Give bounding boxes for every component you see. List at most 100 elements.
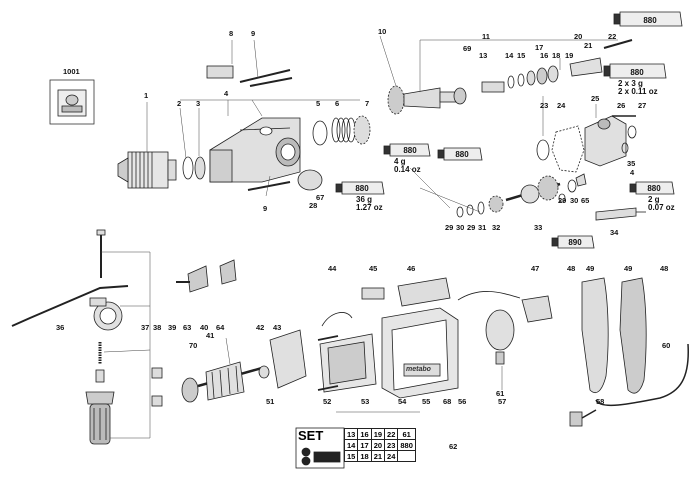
part-number-label: 62	[449, 442, 458, 451]
part-number-label: 29	[558, 196, 567, 205]
part-number-label: 48	[567, 264, 576, 273]
grease-tube: 880	[383, 143, 431, 157]
part-number-label: 46	[407, 264, 416, 273]
grease-amount-line: 36 g	[356, 195, 373, 204]
part-number-label: 65	[581, 196, 590, 205]
part-number-label: 27	[638, 101, 647, 110]
grease-amount-label: 2 g 0.07 oz	[648, 195, 675, 213]
handle-shell-part	[581, 277, 609, 393]
part-number-label: 49	[586, 264, 595, 273]
grease-tube: 890	[551, 235, 595, 249]
bearing-part	[258, 365, 270, 379]
part-number-label: 63	[183, 323, 192, 332]
part-number-label: 20	[574, 32, 583, 41]
part-number-label: 57	[498, 397, 507, 406]
washer-part	[621, 142, 629, 154]
field-stator-part	[319, 333, 377, 393]
grease-tube: 880	[437, 147, 483, 161]
grease-amount-line: 0.07 oz	[648, 203, 675, 213]
grease-amount-label: 4 g 0.14 oz	[394, 157, 421, 175]
table-cell: 880	[397, 439, 416, 451]
clip-part	[575, 173, 587, 187]
bearing-part	[194, 156, 206, 180]
part-number-label: 47	[531, 264, 540, 273]
wobble-shaft-part	[505, 175, 561, 204]
grease-tube-code: 880	[643, 16, 657, 25]
part-number-label: 17	[535, 43, 544, 52]
spring-part	[331, 117, 356, 143]
grease-amount-line: 2 x 3 g	[618, 79, 643, 88]
part-number-label: 36	[56, 323, 65, 332]
part-number-label: 26	[617, 101, 626, 110]
table-cell: 23	[384, 439, 399, 451]
grease-tube-code: 880	[403, 146, 417, 155]
part-number-label: 3	[196, 99, 201, 108]
washer-part	[466, 204, 474, 216]
key-chuck-part	[219, 259, 237, 285]
table-cell: 22	[384, 428, 399, 440]
part-number-label: 69	[463, 44, 472, 53]
part-number-label: 1	[144, 91, 149, 100]
table-cell: 13	[343, 428, 359, 440]
table-cell: 14	[343, 439, 359, 451]
part-number-label: 52	[323, 397, 332, 406]
key-chuck-part	[187, 265, 209, 293]
ring-part	[558, 193, 566, 203]
striker-part	[569, 57, 603, 77]
part-number-label: 5	[316, 99, 321, 108]
washer-part	[477, 201, 485, 215]
depth-gauge-rod-part	[96, 229, 106, 278]
part-number-label: 55	[422, 397, 431, 406]
leader-lines	[101, 35, 618, 439]
part-number-label: 37	[141, 323, 150, 332]
part-number-label: 49	[624, 264, 633, 273]
grease-amount-label: 36 g 1.27 oz	[356, 195, 383, 213]
sleeve-part	[95, 369, 105, 383]
part-number-label: 34	[610, 228, 619, 237]
set-kit-icon	[295, 427, 345, 469]
screw-part	[239, 69, 291, 83]
part-number-label: 42	[256, 323, 265, 332]
spindle-part	[387, 85, 467, 115]
label-plate-part	[206, 65, 234, 79]
part-number-label: 35	[627, 159, 636, 168]
gasket-part	[551, 125, 585, 173]
table-row: 13 16 19 22 61	[343, 428, 416, 440]
cable-part	[321, 312, 353, 327]
grease-amount-line: 2 g	[648, 195, 660, 204]
part-number-label: 41	[206, 331, 215, 340]
part-number-label: 15	[517, 51, 526, 60]
part-number-label: 25	[591, 94, 600, 103]
lever-part	[595, 207, 637, 221]
grease-amount-line: 2 x 0.11 oz	[618, 87, 658, 97]
grease-amount-line: 4 g	[394, 157, 406, 166]
part-number-label: 54	[398, 397, 407, 406]
part-number-label: 9	[263, 204, 268, 213]
table-cell	[397, 450, 416, 462]
part-number-label: 8	[229, 29, 234, 38]
grease-tube: 880	[629, 181, 675, 195]
part-number-label: 22	[608, 32, 617, 41]
table-cell: 61	[397, 428, 416, 440]
table-cell: 20	[370, 439, 386, 451]
part-number-label: 33	[534, 223, 543, 232]
part-number-label: 67	[316, 193, 325, 202]
part-number-label: 70	[189, 341, 198, 350]
pinion-part	[488, 195, 504, 213]
table-row: 15 18 21 24	[343, 450, 416, 462]
grease-tube: 880	[335, 181, 385, 195]
part-number-label: 60	[662, 341, 671, 350]
part-number-label: 11	[482, 32, 490, 41]
fan-guide-part	[269, 329, 307, 389]
part-number-label: 29	[467, 223, 476, 232]
bearing-part	[151, 367, 163, 379]
wire-part	[457, 291, 521, 301]
table-cell: 19	[370, 428, 386, 440]
set-kit-title: SET	[298, 428, 324, 443]
part-number-label: 31	[478, 223, 487, 232]
brand-mark: metabo	[406, 366, 431, 373]
part-number-label: 16	[540, 51, 549, 60]
part-number-label: 58	[596, 397, 605, 406]
table-cell: 17	[357, 439, 372, 451]
part-number-label: 4	[224, 89, 229, 98]
